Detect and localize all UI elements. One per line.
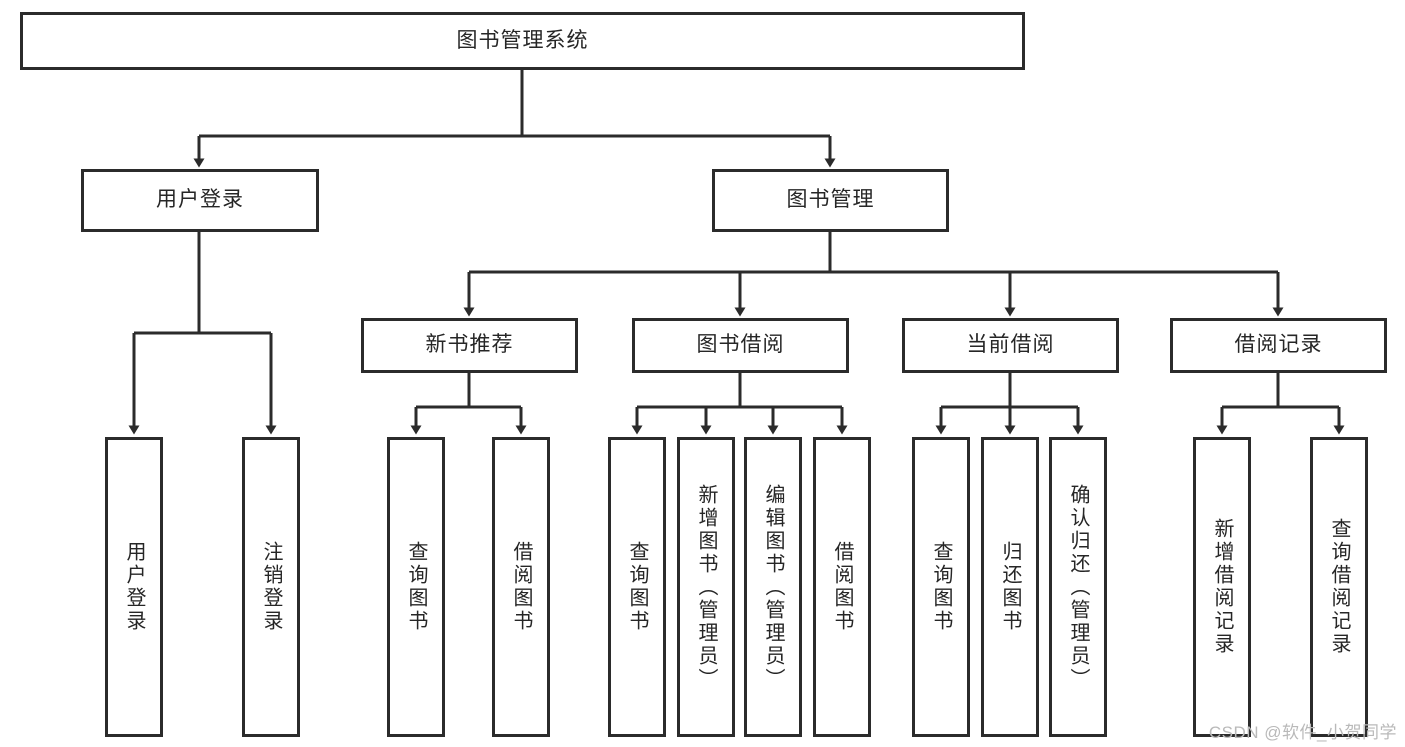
node-leaf-label: 借阅图书 [510,541,532,633]
node-book-management[interactable]: 图书管理 [712,169,949,232]
node-leaf-label: 注销登录 [260,541,282,633]
node-leaf-current-query[interactable]: 查询图书 [912,437,970,737]
node-book-borrow[interactable]: 图书借阅 [632,318,849,373]
node-current-borrow[interactable]: 当前借阅 [902,318,1119,373]
node-user-login-label: 用户登录 [156,188,244,212]
node-leaf-new-book-borrow[interactable]: 借阅图书 [492,437,550,737]
node-leaf-borrow-borrow-book[interactable]: 借阅图书 [813,437,871,737]
node-leaf-label: 新增图书（管理员） [695,483,717,691]
node-leaf-label: 编辑图书（管理员） [762,483,784,691]
node-leaf-borrow-add-book[interactable]: 新增图书（管理员） [677,437,735,737]
node-current-borrow-label: 当前借阅 [966,333,1055,357]
node-root[interactable]: 图书管理系统 [20,12,1025,70]
node-root-label: 图书管理系统 [456,28,589,52]
node-book-management-label: 图书管理 [786,188,875,212]
node-leaf-borrow-query[interactable]: 查询图书 [608,437,666,737]
node-leaf-user-login-logout[interactable]: 注销登录 [242,437,300,737]
node-new-book-recommend-label: 新书推荐 [425,333,514,357]
node-leaf-label: 查询图书 [930,541,952,633]
node-leaf-new-book-query[interactable]: 查询图书 [387,437,445,737]
node-leaf-user-login-login[interactable]: 用户登录 [105,437,163,737]
node-leaf-label: 确认归还（管理员） [1067,483,1089,691]
node-leaf-borrow-edit-book[interactable]: 编辑图书（管理员） [744,437,802,737]
node-leaf-label: 新增借阅记录 [1211,518,1233,656]
node-leaf-current-return[interactable]: 归还图书 [981,437,1039,737]
csdn-watermark: CSDN @软件_小贺同学 [1208,723,1397,742]
node-leaf-label: 查询图书 [626,541,648,633]
node-new-book-recommend[interactable]: 新书推荐 [361,318,578,373]
node-leaf-label: 用户登录 [123,541,145,633]
node-borrow-record-label: 借阅记录 [1234,333,1323,357]
node-leaf-current-confirm-return[interactable]: 确认归还（管理员） [1049,437,1107,737]
node-book-borrow-label: 图书借阅 [696,333,785,357]
node-borrow-record[interactable]: 借阅记录 [1170,318,1387,373]
node-leaf-record-query[interactable]: 查询借阅记录 [1310,437,1368,737]
node-leaf-label: 借阅图书 [831,541,853,633]
node-user-login[interactable]: 用户登录 [81,169,319,232]
node-leaf-label: 查询图书 [405,541,427,633]
node-leaf-record-add[interactable]: 新增借阅记录 [1193,437,1251,737]
node-leaf-label: 归还图书 [999,541,1021,633]
node-leaf-label: 查询借阅记录 [1328,518,1350,656]
